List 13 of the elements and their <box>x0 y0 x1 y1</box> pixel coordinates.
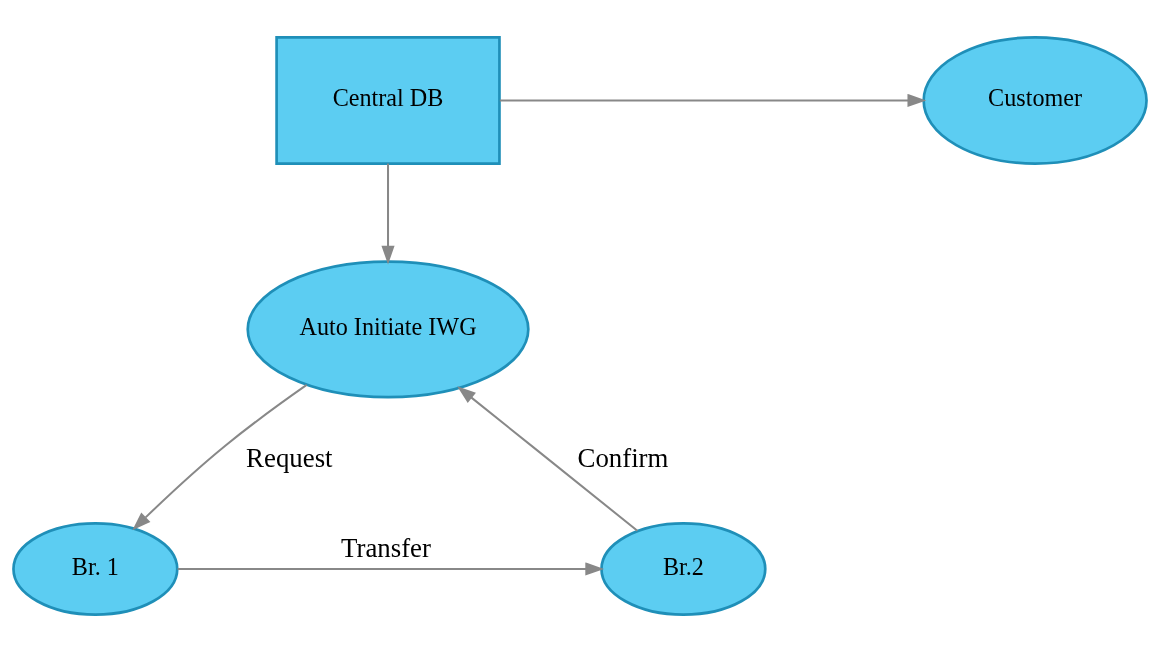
node-ellipse: Auto Initiate IWG <box>246 260 530 399</box>
edge-label: Confirm <box>577 442 669 473</box>
node-ellipse: Br. 1 <box>12 522 179 616</box>
edge-label: Transfer <box>341 532 431 563</box>
node-ellipse: Customer <box>922 36 1148 165</box>
node-ellipse: Br.2 <box>600 522 767 616</box>
edge-label: Request <box>246 442 333 473</box>
arrow <box>381 163 395 265</box>
arrow <box>177 562 605 576</box>
arrow <box>132 384 308 531</box>
node-box: Central DB <box>275 36 501 165</box>
arrow <box>457 386 638 532</box>
arrow <box>499 93 927 108</box>
